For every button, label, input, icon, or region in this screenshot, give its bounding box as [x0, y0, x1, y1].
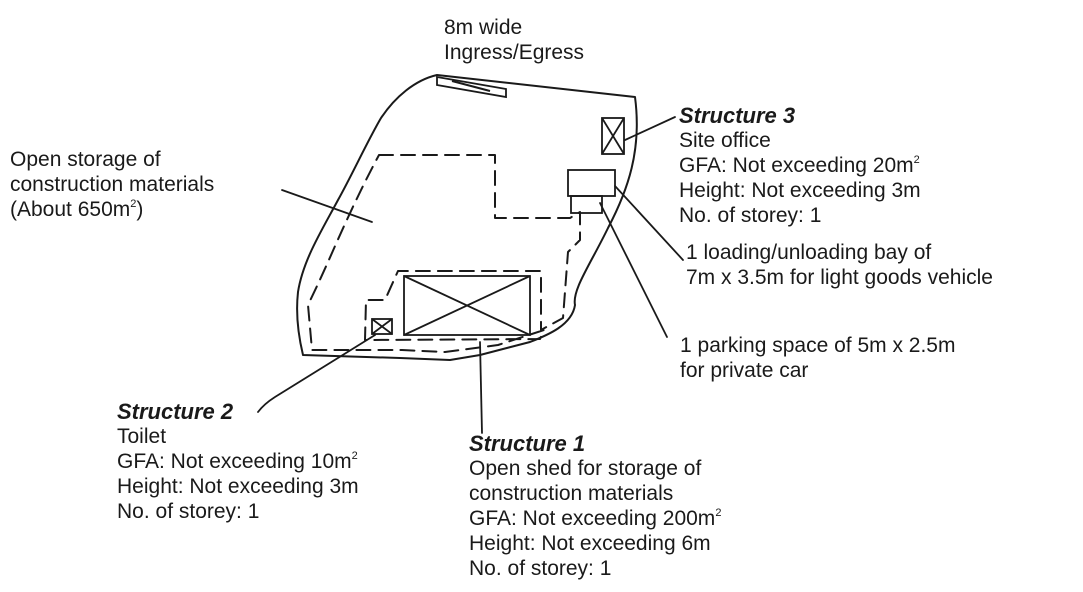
structure-2-storey: No. of storey: 1 — [117, 500, 260, 523]
ingress-egress-text: Ingress/Egress — [444, 41, 585, 64]
structure-1-use-line-2: construction materials — [469, 482, 674, 505]
structure-1-height: Height: Not exceeding 6m — [469, 532, 711, 555]
structure-3-use: Site office — [679, 129, 771, 152]
structure-1-open-shed — [403, 275, 531, 336]
ingress-egress-label: 8m wide Ingress/Egress — [444, 15, 584, 65]
leader-structure-2 — [257, 334, 376, 413]
structure-2-height: Height: Not exceeding 3m — [117, 475, 359, 498]
structure-2-use: Toilet — [117, 425, 167, 448]
structure-2-toilet — [371, 318, 393, 335]
structure-3-site-office — [601, 117, 625, 155]
parking-space — [570, 195, 603, 214]
structure-3-gfa: GFA: Not exceeding 20m2 — [679, 154, 920, 177]
open-storage-line-1: Open storage of — [10, 148, 161, 171]
structure-1-storey: No. of storey: 1 — [469, 557, 612, 580]
loading-unloading-bay — [567, 169, 616, 197]
site-boundary — [296, 74, 638, 361]
structure-1-label: Structure 1 Open shed for storage of con… — [469, 431, 721, 581]
leader-loading-bay — [614, 185, 684, 261]
structure-3-height: Height: Not exceeding 3m — [679, 179, 921, 202]
parking-line-1: 1 parking space of 5m x 2.5m — [680, 334, 956, 357]
leader-structure-1 — [479, 341, 483, 434]
loading-bay-line-2: 7m x 3.5m for light goods vehicle — [686, 266, 993, 289]
leader-structure-3 — [624, 116, 676, 141]
ingress-egress-marker-center — [451, 80, 491, 92]
open-storage-area-outline — [307, 154, 581, 353]
open-storage-area-text: (About 650m2) — [10, 198, 144, 221]
leader-open-storage — [281, 189, 373, 223]
leader-parking — [599, 202, 668, 338]
structure-1-title: Structure 1 — [469, 431, 586, 456]
open-storage-label: Open storage of construction materials (… — [10, 147, 214, 222]
parking-label: 1 parking space of 5m x 2.5m for private… — [680, 333, 955, 383]
parking-line-2: for private car — [680, 359, 809, 382]
structure-1-gfa: GFA: Not exceeding 200m2 — [469, 507, 722, 530]
structure-3-title: Structure 3 — [679, 103, 796, 128]
ingress-egress-marker — [436, 75, 507, 99]
structure-2-label: Structure 2 Toilet GFA: Not exceeding 10… — [117, 399, 359, 524]
structure-3-label: Structure 3 Site office GFA: Not exceedi… — [679, 103, 921, 228]
structure-3-storey: No. of storey: 1 — [679, 204, 822, 227]
ingress-width-text: 8m wide — [444, 16, 523, 39]
open-storage-line-2: construction materials — [10, 173, 215, 196]
loading-bay-line-1: 1 loading/unloading bay of — [686, 241, 932, 264]
loading-bay-label: 1 loading/unloading bay of 7m x 3.5m for… — [686, 240, 993, 290]
structure-2-title: Structure 2 — [117, 399, 234, 424]
structure-2-gfa: GFA: Not exceeding 10m2 — [117, 450, 358, 473]
structure-1-use-line-1: Open shed for storage of — [469, 457, 702, 480]
